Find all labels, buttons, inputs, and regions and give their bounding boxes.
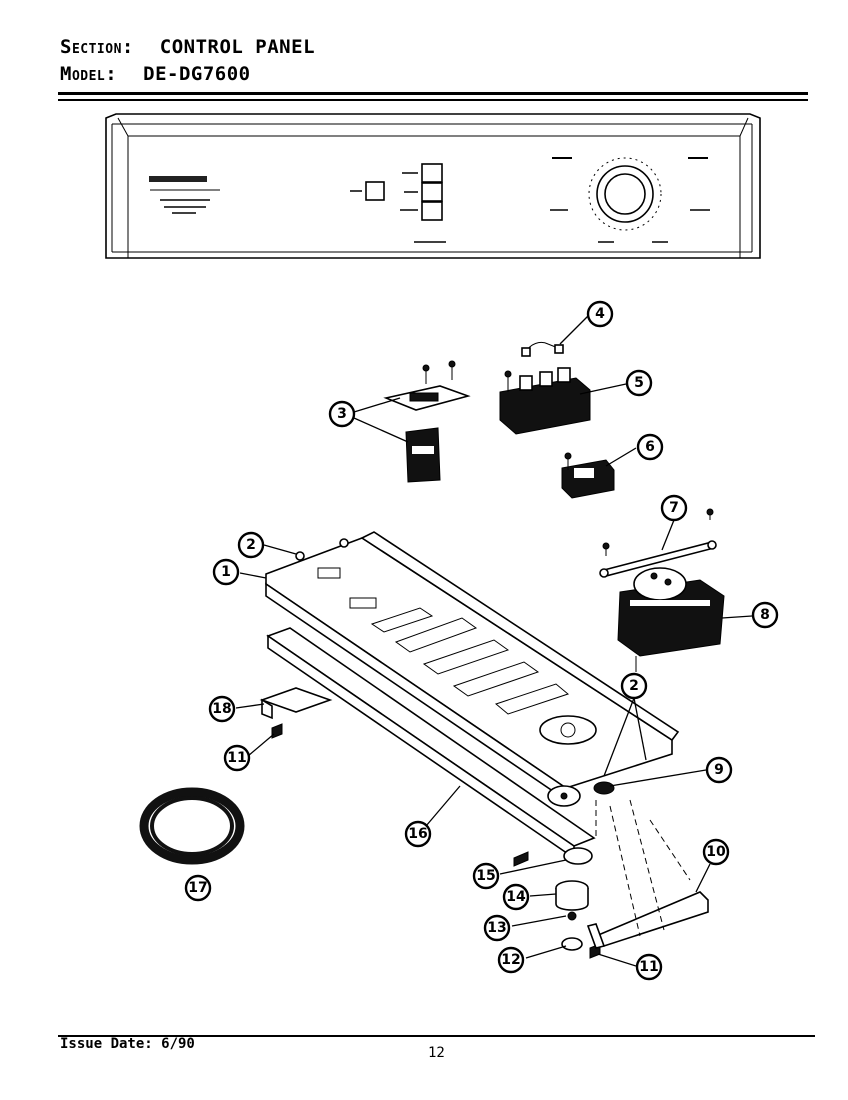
- svg-text:17: 17: [188, 880, 207, 896]
- svg-text:5: 5: [634, 375, 644, 391]
- brand-logo: [149, 176, 207, 182]
- callout-6: 6: [636, 433, 664, 461]
- model-value: DE-DG7600: [143, 63, 251, 85]
- lower-bracket-part: [266, 627, 596, 865]
- model-line: Model: DE-DG7600: [60, 63, 251, 85]
- svg-text:11: 11: [639, 959, 658, 975]
- callout-5: 5: [625, 369, 653, 397]
- selector-switch-middle: [421, 182, 443, 202]
- svg-text:15: 15: [476, 868, 495, 884]
- power-cord-part: [139, 787, 245, 865]
- switch-block-part: [499, 367, 591, 435]
- screw-left: [271, 723, 283, 739]
- alignment-lines: [595, 799, 691, 937]
- svg-text:10: 10: [706, 844, 726, 860]
- callout-1: 1: [212, 558, 240, 586]
- callout-10: 10: [702, 838, 730, 866]
- callout-16: 16: [404, 820, 432, 848]
- ground-strap-part: [599, 508, 717, 578]
- svg-text:11: 11: [227, 750, 246, 766]
- svg-text:13: 13: [487, 920, 506, 936]
- footer-rule: [58, 1035, 815, 1037]
- svg-text:18: 18: [212, 701, 231, 717]
- callout-12: 12: [497, 946, 525, 974]
- callout-9: 9: [705, 756, 733, 784]
- knob-assembly-part: [555, 880, 589, 951]
- model-label: Model:: [60, 63, 118, 85]
- section-value: CONTROL PANEL: [159, 36, 316, 58]
- svg-text:6: 6: [645, 439, 655, 455]
- svg-text:16: 16: [408, 826, 427, 842]
- callout-3: 3: [328, 400, 356, 428]
- callout-2-top: 2: [237, 531, 265, 559]
- page-number: 12: [428, 1045, 445, 1061]
- callout-17: 17: [184, 874, 212, 902]
- control-panel-main-part: [265, 531, 680, 807]
- callout-15: 15: [472, 862, 500, 890]
- leader-lines: [235, 315, 753, 967]
- selector-switch-bottom: [421, 201, 443, 221]
- callout-14: 14: [502, 883, 530, 911]
- selector-switch-top: [421, 163, 443, 183]
- control-panel-front: [105, 113, 761, 259]
- callout-18: 18: [208, 695, 236, 723]
- callout-2-bottom: 2: [620, 672, 648, 700]
- header-rule-thin: [58, 99, 808, 101]
- relay-part: [561, 452, 615, 499]
- side-bracket-part: [259, 687, 333, 720]
- svg-text:2: 2: [246, 537, 256, 553]
- timer-part: [617, 567, 725, 672]
- start-button: [365, 181, 385, 201]
- callout-4: 4: [586, 300, 614, 328]
- callout-11-right: 11: [635, 953, 663, 981]
- screw-15: [513, 851, 529, 867]
- svg-text:1: 1: [221, 564, 231, 580]
- section-label: Section:: [60, 36, 134, 58]
- issue-date: Issue Date: 6/90: [60, 1036, 195, 1052]
- svg-text:4: 4: [595, 306, 605, 322]
- section-line: Section: CONTROL PANEL: [60, 36, 315, 58]
- svg-text:3: 3: [337, 406, 347, 422]
- svg-text:8: 8: [760, 607, 770, 623]
- svg-text:2: 2: [629, 678, 639, 694]
- svg-text:9: 9: [714, 762, 724, 778]
- svg-text:12: 12: [501, 952, 520, 968]
- callout-11-left: 11: [223, 744, 251, 772]
- svg-text:7: 7: [669, 500, 679, 516]
- wedge-bracket-part: [586, 891, 709, 949]
- wire-jumper-part: [521, 341, 564, 357]
- timer-dial: [550, 157, 710, 243]
- svg-text:14: 14: [506, 889, 526, 905]
- switch-bracket-part: [383, 360, 471, 483]
- callout-13: 13: [483, 914, 511, 942]
- bushing-part: [593, 781, 615, 795]
- callout-8: 8: [751, 601, 779, 629]
- header-rule-thick: [58, 92, 808, 95]
- callout-7: 7: [660, 494, 688, 522]
